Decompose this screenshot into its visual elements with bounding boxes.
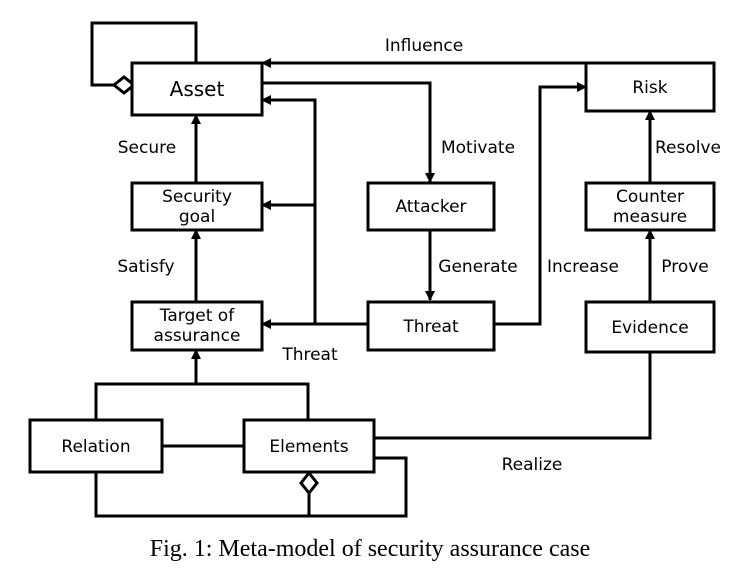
attacker-label: Attacker bbox=[395, 197, 466, 217]
meta-model-diagram: Asset Risk Security goal Attacker Counte… bbox=[28, 21, 721, 518]
secure-label: Secure bbox=[118, 138, 176, 158]
risk-label: Risk bbox=[632, 78, 667, 98]
influence-label: Influence bbox=[385, 36, 463, 56]
relation-node bbox=[28, 418, 164, 474]
generate-label: Generate bbox=[438, 257, 517, 277]
threat-to-asset-edge bbox=[261, 95, 317, 324]
elements-aggregation-diamond bbox=[299, 470, 319, 496]
realize-label: Realize bbox=[502, 455, 563, 475]
asset-self-loop bbox=[90, 21, 198, 87]
evidence-label: Evidence bbox=[611, 318, 688, 338]
counter-measure-label-line1: Counter bbox=[616, 187, 684, 207]
target-of-assurance-label-line1: Target of bbox=[159, 306, 235, 326]
elements-aggregation-loop bbox=[94, 456, 408, 518]
relation-label: Relation bbox=[61, 437, 130, 457]
evidence-node bbox=[584, 300, 716, 354]
motivate-edge bbox=[262, 81, 435, 183]
risk-node bbox=[584, 61, 716, 113]
security-goal-label-line1: Security bbox=[162, 187, 232, 207]
target-of-assurance-node bbox=[130, 300, 264, 352]
prove-label: Prove bbox=[661, 257, 709, 277]
increase-label: Increase bbox=[547, 257, 619, 277]
increase-edge bbox=[494, 82, 587, 326]
composition-to-target-edge bbox=[94, 382, 310, 420]
target-of-assurance-label-line2: assurance bbox=[154, 326, 241, 346]
asset-node bbox=[130, 61, 264, 117]
satisfy-label: Satisfy bbox=[117, 257, 174, 277]
motivate-label: Motivate bbox=[441, 138, 515, 158]
threat-edge-label: Threat bbox=[281, 345, 338, 365]
asset-label: Asset bbox=[170, 77, 225, 101]
elements-label: Elements bbox=[269, 437, 348, 457]
realize-edge bbox=[374, 352, 652, 440]
threat-node bbox=[366, 300, 496, 352]
figure-caption: Fig. 1: Meta-model of security assurance… bbox=[149, 536, 591, 562]
attacker-node bbox=[366, 181, 496, 232]
elements-node bbox=[242, 418, 376, 474]
resolve-label: Resolve bbox=[655, 138, 721, 158]
threat-node-label: Threat bbox=[402, 317, 459, 337]
counter-measure-node bbox=[584, 181, 716, 232]
security-goal-label-line2: goal bbox=[179, 207, 215, 227]
security-goal-node bbox=[130, 181, 264, 232]
counter-measure-label-line2: measure bbox=[613, 207, 687, 227]
